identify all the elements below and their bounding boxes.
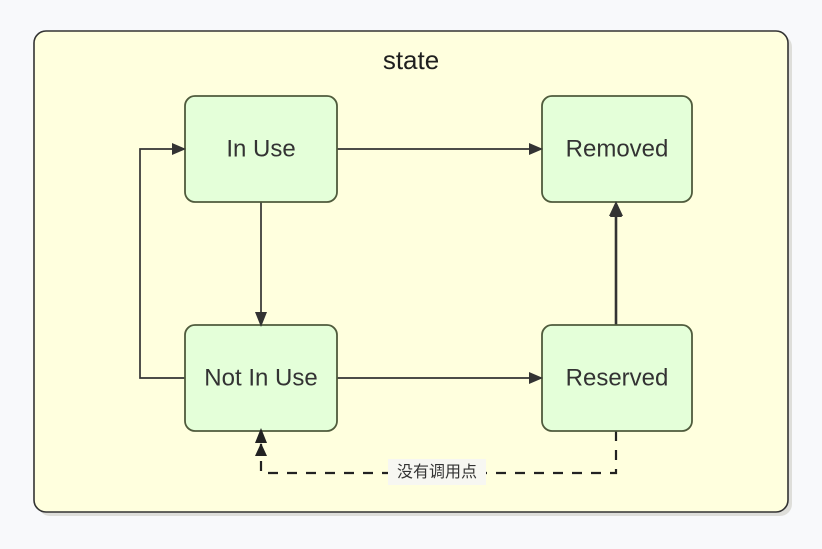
state-node-reserved[interactable]: Reserved: [541, 324, 693, 432]
transition-label-background: [388, 459, 486, 485]
state-node-removed[interactable]: Removed: [541, 95, 693, 203]
state-node-in-use[interactable]: In Use: [184, 95, 338, 203]
state-node-not-in-use[interactable]: Not In Use: [184, 324, 338, 432]
transition-reserved-to-not-in-use[interactable]: [255, 431, 618, 475]
state-label-removed: Removed: [566, 135, 669, 162]
transition-not-in-use-to-in-use[interactable]: [139, 144, 185, 379]
state-label-reserved: Reserved: [566, 364, 669, 391]
arrowhead-overlay: [172, 143, 623, 443]
composite-state-title: state: [383, 45, 439, 75]
state-label-in-use: In Use: [226, 135, 295, 162]
transition-label-no-call-points: 没有调用点: [397, 463, 477, 481]
state-label-not-in-use: Not In Use: [204, 364, 317, 391]
